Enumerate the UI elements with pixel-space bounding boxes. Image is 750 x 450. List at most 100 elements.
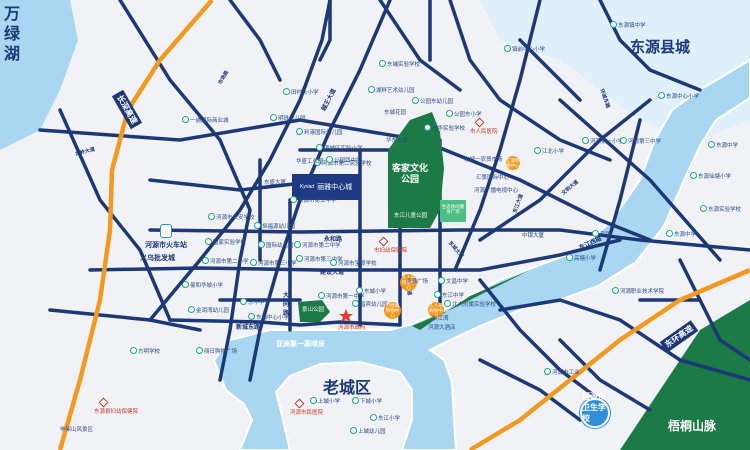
kejia-park-label: 客家文化公园 [392,163,429,184]
poi-label: 河源市第二小学 [202,257,249,266]
poi-label: 东源实验学校 [700,205,741,214]
poi-label: 东华中学 [240,298,270,307]
poi-label: 公园东小学 [446,110,482,119]
poi-label: 公园西中学 [326,156,362,165]
river [212,58,750,450]
road-xinguo: 新城东路 [236,325,261,331]
poi-label: 上城小学 [310,397,340,406]
poi-label: 东城小学 [356,287,386,296]
poi-label: 江北小学 [534,147,564,156]
hospital-label: 市妇幼保健院 [374,248,408,254]
project-name: 丽雅中心城 [317,184,353,191]
poi-label: 东源中学 [666,230,696,239]
poi-label: 东江中学 [434,291,464,300]
yiwu-label: 义乌批发城 [140,255,175,262]
high-speed-rail-icon: 河源市卫生学校 [580,392,610,428]
mall-bubble: 人人乐购物中心 [400,274,417,291]
wutong-label: 梧桐山脉 [668,419,717,433]
dongfang-highway [468,267,750,450]
poi-label: 河源职业技术学院 [612,287,664,296]
landmark-label: 东城一农贸市场 [464,157,503,163]
poi-label: 田村头小学 [283,88,319,97]
poi-label: 东埔实验学校 [379,60,420,69]
poi-label: 恒福源幼儿园 [254,222,295,231]
poi-label: 东源中学 [708,141,738,150]
poi-label: 北大附属实验学校 [444,300,496,309]
mall-bubble: 万绿湖购物中心 [384,302,401,319]
poi-label: 高铁 [592,230,611,239]
poi-label: 河源市第二中学 [294,241,341,250]
jinshan-park [298,300,330,322]
poi-label: 河源第一小学 [582,137,623,146]
poi-label: 河源市第五中学 [290,196,337,205]
hospital-label: 东源县妇幼保健院 [94,409,139,415]
poi-label: 湖畔艺术幼儿园 [368,86,415,95]
lake [0,0,78,150]
poi-label: 国家实验学校 [205,238,246,247]
landmark-label: 河源广场 [406,279,429,285]
project-star-icon [339,309,353,322]
train-station-label: 河源市火车站 [145,242,187,249]
kejia-park [388,112,444,228]
poi-label: 金润湾幼儿园 [188,306,229,315]
train-station-icon [160,224,172,238]
poi-label: 一通国际商业城 [182,116,229,125]
landmark-label: 汇景国际中心 [476,175,510,181]
landmark-label: 华盛工业园 [296,159,324,165]
poi-label: 河源市第三小学 [250,259,297,268]
landmark-label: 东城花园 [384,110,407,116]
changshen-highway [57,0,214,450]
poi-label: 东埔中心小学 [248,313,289,322]
poi-label: 曼和华城小学 [182,281,223,290]
poi-label: 河源市第三中学 [296,255,343,264]
poi-label: 河源第三中学 [620,137,661,146]
road-yongping: 永和路 [324,237,343,243]
mall-bubble: 人人乐购物中心 [428,302,444,318]
poi-label: 方明学校 [130,347,160,356]
poi-label: 下城小学 [352,397,382,406]
shengtai-label: 生态休闲健身广场 [441,204,465,214]
project-marker-label: 河源市政府 [338,325,366,331]
poi-label: 河源市第一中学 [318,292,365,301]
poi-label: 丽日购物广场 [196,347,237,356]
poi-label: 河源市长安学校 [208,213,255,222]
bridge-label: 亚洲第一高喷泉 [276,341,325,348]
road-jianshe: 建设大道 [320,270,345,276]
poi-label: 明珠幼儿园 [270,114,306,123]
poi-label: 河源市宝源学校 [330,259,377,268]
hospital-label: 河源市民医院 [290,410,324,416]
lake-label: 万绿湖 [4,6,21,63]
landmark-label: 河源广播电视中心 [474,188,519,194]
dongyuan-label: 东源县城 [630,39,691,56]
landmark-label: 毕架山风景区 [60,427,94,433]
poi-label: 高塘小学 [566,254,596,263]
poi-label: 东源仙塘小学 [690,172,731,181]
poi-label: 公园东幼儿园 [412,97,453,106]
poi-label: 河源市工业 [544,368,580,377]
landmark-label: 东江湾 [432,316,449,322]
shengtai-square [440,200,466,222]
mall-bubble: 汇景购物中心 [506,156,520,170]
poi-label: 东华实验学校 [424,124,465,133]
poi-label: 文昌中学 [438,277,468,286]
landmark-label: 东盛大厦 [264,180,287,186]
poi-label: 国际幼儿园 [258,241,294,250]
project-brand: Kyriad [299,184,315,190]
poi-label: 镇前中心小学 [504,45,545,54]
poi-label: 东江小学 [370,414,400,423]
poi-label: 上城幼儿园 [350,427,386,436]
ertong-park-label: 东江儿童公园 [394,213,428,219]
landmark-label: 中银大厦 [522,233,545,239]
laocheng-label: 老城区 [323,380,372,397]
landmark-label: 华东大厦 [386,138,409,144]
jinshan-park-label: 景山公园 [302,307,325,313]
hospital-label: 市人民医院 [470,129,498,135]
poi-label: 东源镇中学 [610,21,646,30]
poi-label: 源城区实验小学 [316,144,363,153]
landmark-label: 河源大酒店 [428,325,456,331]
poi-label: 利港国际幼儿园 [296,128,343,137]
poi-label: 昌宾幼儿园 [352,300,388,309]
poi-label: 东源中心小学 [658,92,699,101]
